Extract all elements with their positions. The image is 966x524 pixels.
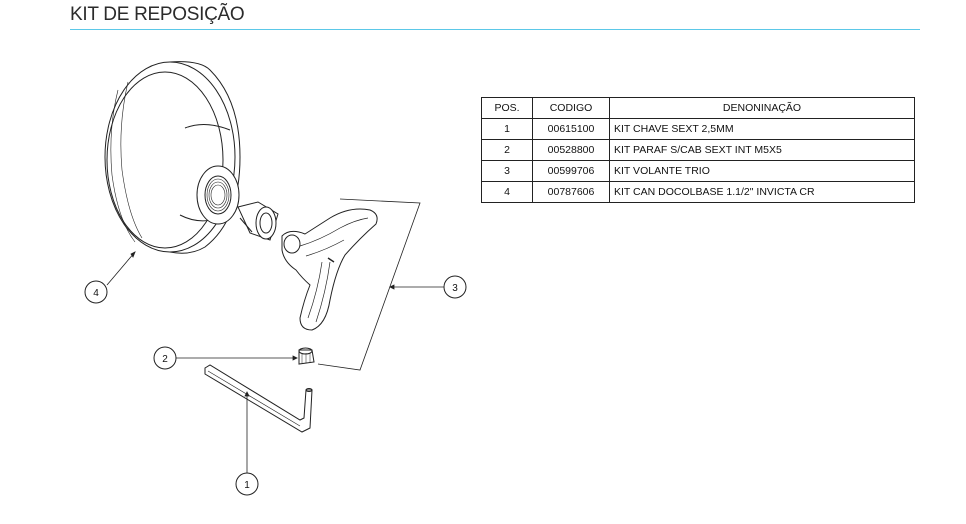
svg-text:1: 1 <box>244 480 250 491</box>
callout-1: 1 <box>235 472 259 496</box>
leader-lines <box>106 198 444 473</box>
title-divider <box>70 29 920 30</box>
part-4-canopy-base <box>104 61 241 254</box>
part-1-hex-key <box>204 364 313 433</box>
svg-text:2: 2 <box>162 354 168 365</box>
table-row: 4 00787606 KIT CAN DOCOLBASE 1.1/2" INVI… <box>481 181 915 203</box>
sleeve <box>237 201 279 241</box>
part-3-handle <box>281 208 378 331</box>
callout-4: 4 <box>84 280 108 304</box>
cell-code: 00528800 <box>532 139 610 161</box>
cell-name: KIT PARAF S/CAB SEXT INT M5X5 <box>609 139 915 161</box>
col-header-pos: POS. <box>481 97 533 119</box>
table-row: 1 00615100 KIT CHAVE SEXT 2,5MM <box>481 118 915 140</box>
cell-pos: 2 <box>481 139 533 161</box>
cell-code: 00599706 <box>532 160 610 182</box>
table-row: 2 00528800 KIT PARAF S/CAB SEXT INT M5X5 <box>481 139 915 161</box>
page-title: KIT DE REPOSIÇÃO <box>70 4 245 25</box>
callout-2: 2 <box>153 346 177 370</box>
cell-pos: 4 <box>481 181 533 203</box>
cell-name: KIT CAN DOCOLBASE 1.1/2" INVICTA CR <box>609 181 915 203</box>
cell-code: 00615100 <box>532 118 610 140</box>
table-header-row: POS. CODIGO DENONINAÇÃO <box>481 97 915 119</box>
svg-text:4: 4 <box>93 288 99 299</box>
col-header-name: DENONINAÇÃO <box>609 97 915 119</box>
parts-table: POS. CODIGO DENONINAÇÃO 1 00615100 KIT C… <box>481 97 915 203</box>
cell-pos: 1 <box>481 118 533 140</box>
col-header-code: CODIGO <box>532 97 610 119</box>
cell-name: KIT CHAVE SEXT 2,5MM <box>609 118 915 140</box>
cell-code: 00787606 <box>532 181 610 203</box>
cell-pos: 3 <box>481 160 533 182</box>
cell-name: KIT VOLANTE TRIO <box>609 160 915 182</box>
svg-text:3: 3 <box>452 283 458 294</box>
table-row: 3 00599706 KIT VOLANTE TRIO <box>481 160 915 182</box>
callout-3: 3 <box>443 275 467 299</box>
part-2-set-screw <box>298 347 315 365</box>
exploded-view-drawing: 4 2 1 3 <box>84 61 467 496</box>
